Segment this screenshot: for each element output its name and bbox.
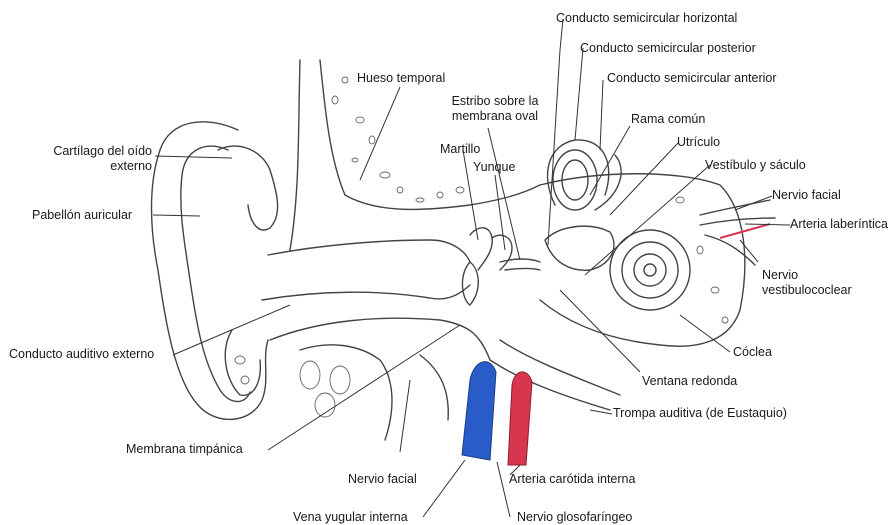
internal-jugular-vein (462, 362, 496, 460)
internal-carotid-artery (508, 372, 532, 465)
canal-upper (268, 240, 470, 262)
label-nervio-vestibulococlear-line2: vestibulococlear (762, 283, 852, 298)
tympanic-membrane (462, 262, 478, 305)
label-arteria-carotida-interna: Arteria carótida interna (509, 472, 635, 487)
label-coclea: Cóclea (733, 345, 772, 360)
temporal-bone-left (290, 60, 300, 250)
label-utriculo: Utrículo (677, 135, 720, 150)
label-membrana-timpanica: Membrana timpánica (126, 442, 243, 457)
label-nervio-vestibulococlear: Nervio vestibulococlear (762, 268, 852, 298)
label-nervio-vestibulococlear-line1: Nervio (762, 268, 852, 283)
label-ventana-redonda: Ventana redonda (642, 374, 737, 389)
vestibule (545, 226, 614, 270)
label-rama-comun: Rama común (631, 112, 705, 127)
labyrinthine-artery (720, 224, 770, 238)
label-hueso-temporal: Hueso temporal (357, 71, 445, 86)
canal-lower (262, 285, 470, 300)
label-estribo: Estribo sobre la membrana oval (440, 94, 550, 124)
label-trompa-auditiva: Trompa auditiva (de Eustaquio) (613, 406, 787, 421)
cartilage-fold (218, 146, 278, 230)
label-nervio-facial-right: Nervio facial (772, 188, 841, 203)
label-conducto-semicircular-posterior: Conducto semicircular posterior (580, 41, 756, 56)
lower-bone (300, 345, 392, 440)
malleus (470, 228, 492, 270)
label-nervio-facial-bottom: Nervio facial (348, 472, 417, 487)
label-vestibulo-saculo: Vestíbulo y sáculo (705, 158, 806, 173)
label-cartilago-line1: Cartílago del oído (30, 144, 152, 159)
incus (492, 235, 512, 270)
nerve-bundle (700, 200, 770, 215)
label-arteria-laberintica: Arteria laberíntica (790, 217, 888, 232)
label-cartilago: Cartílago del oído externo (30, 144, 152, 174)
pinna-inner (181, 146, 250, 401)
label-estribo-line1: Estribo sobre la (440, 94, 550, 109)
label-martillo: Martillo (440, 142, 480, 157)
label-conducto-semicircular-horizontal: Conducto semicircular horizontal (556, 11, 737, 26)
temporal-bone-lower (270, 318, 490, 360)
mastoid (225, 330, 260, 395)
label-conducto-semicircular-anterior: Conducto semicircular anterior (607, 71, 777, 86)
label-estribo-line2: membrana oval (440, 109, 550, 124)
label-conducto-auditivo-externo: Conducto auditivo externo (9, 347, 154, 362)
label-pabellon-auricular: Pabellón auricular (32, 208, 132, 223)
eustachian-tube (490, 360, 610, 410)
label-cartilago-line2: externo (30, 159, 152, 174)
label-yunque: Yunque (473, 160, 515, 175)
pinna-outline (152, 122, 269, 420)
